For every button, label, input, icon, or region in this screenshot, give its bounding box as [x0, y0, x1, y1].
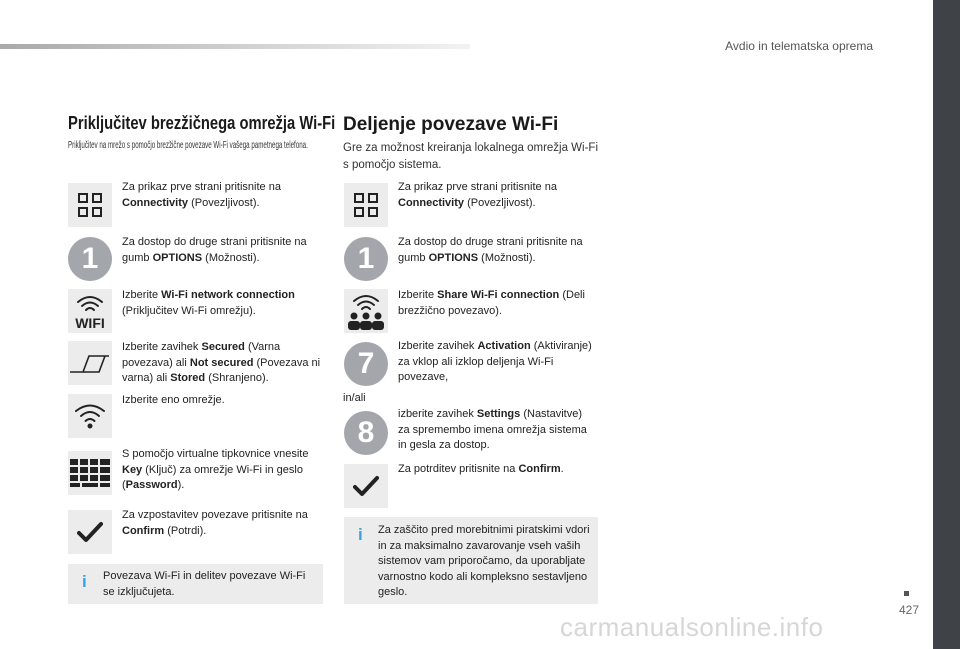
wifi-signal-icon [68, 394, 112, 438]
grid-icon [68, 183, 112, 227]
right-step-5: izberite zavihek Settings (Nastavitve) z… [398, 408, 587, 451]
watermark: carmanualsonline.info [560, 612, 824, 642]
step-badge-1: 1 [68, 237, 112, 281]
check-icon [68, 510, 112, 554]
step-badge-8: 8 [344, 411, 388, 455]
page-number: 427 [899, 603, 920, 617]
left-step-2: Za dostop do druge strani pritisnite na … [122, 236, 307, 264]
right-step-3: Izberite Share Wi-Fi connection (Deli br… [398, 289, 585, 317]
page-edge-bar [933, 0, 960, 649]
left-info-note: i Povezava Wi-Fi in delitev povezave Wi-… [68, 564, 323, 604]
right-step-1: Za prikaz prve strani pritisnite na Conn… [398, 181, 557, 209]
or-separator: in/ali [343, 392, 366, 404]
right-step-4: Izberite zavihek Activation (Aktiviranje… [398, 340, 592, 383]
left-step-3: Izberite Wi-Fi network connection (Prikl… [122, 289, 295, 317]
header-rule [0, 44, 470, 49]
step-badge-1: 1 [344, 237, 388, 281]
left-step-4: Izberite zavihek Secured (Varna povezava… [122, 341, 321, 384]
page-marker [904, 591, 909, 596]
grid-icon [344, 183, 388, 227]
left-step-7: Za vzpostavitev povezave pritisnite na C… [122, 509, 308, 537]
left-title: Priključitev brezžičnega omrežja Wi-Fi [68, 113, 336, 133]
right-title: Deljenje povezave Wi-Fi [343, 114, 559, 135]
left-step-5: Izberite eno omrežje. [122, 394, 225, 406]
right-intro: Gre za možnost kreiranja lokalnega omrež… [343, 142, 599, 171]
right-info-note: i Za zaščito pred morebitnimi piratskimi… [344, 517, 598, 604]
keyboard-icon [68, 451, 112, 495]
share-wifi-icon [344, 289, 388, 333]
wifi-icon: WIFI [68, 289, 112, 333]
tab-icon [68, 341, 112, 385]
step-badge-7: 7 [344, 342, 388, 386]
info-icon: i [358, 525, 363, 544]
wifi-word: WIFI [75, 315, 105, 331]
section-header: Avdio in telematska oprema [725, 39, 873, 53]
left-note-text: Povezava Wi-Fi in delitev povezave Wi-Fi… [103, 570, 306, 598]
info-icon: i [82, 572, 87, 591]
left-subtitle: Priključitev na mrežo s pomočjo brezžičn… [68, 140, 308, 151]
right-note-text: Za zaščito pred morebitnimi piratskimi v… [378, 524, 590, 598]
right-step-2: Za dostop do druge strani pritisnite na … [398, 236, 583, 264]
check-icon [344, 464, 388, 508]
left-step-6: S pomočjo virtualne tipkovnice vnesite K… [122, 448, 309, 491]
left-step-1: Za prikaz prve strani pritisnite na Conn… [122, 181, 281, 209]
right-step-6: Za potrditev pritisnite na Confirm. [398, 463, 564, 475]
